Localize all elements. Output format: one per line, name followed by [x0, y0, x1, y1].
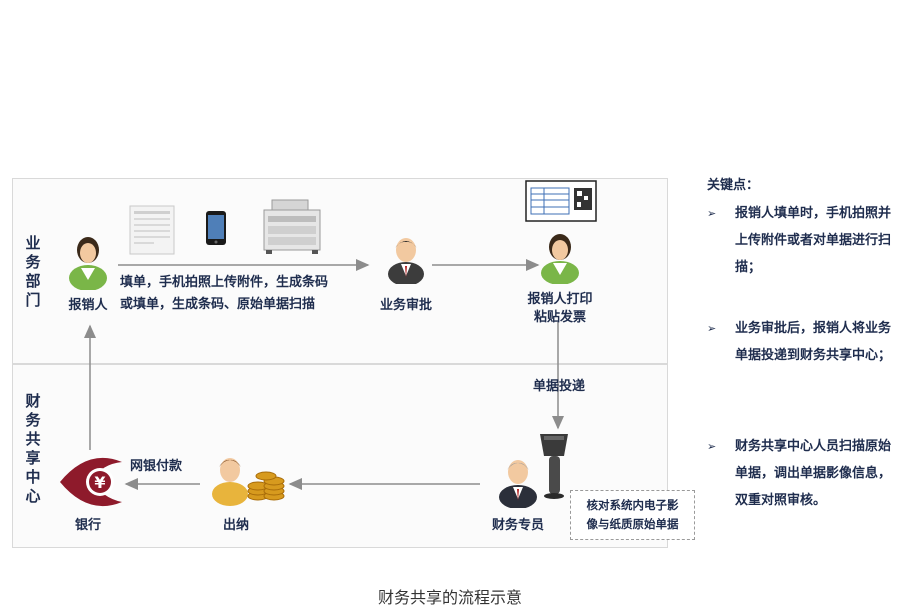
node-business-approval: 业务审批: [379, 298, 432, 313]
flow-online-payment: 网银付款: [130, 459, 183, 474]
node-finance-specialist: 财务专员: [491, 518, 544, 533]
key-point-3: ➢ 财务共享中心人员扫描原始单据，调出单据影像信息，双重对照审核。: [707, 433, 892, 514]
arrow-bullet-icon: ➢: [707, 207, 717, 220]
document-icon: [129, 205, 175, 255]
coins-icon: [212, 458, 285, 506]
smartphone-icon: [206, 211, 226, 245]
scanner-icon: [540, 434, 568, 499]
arrow-bullet-icon: ➢: [707, 322, 717, 335]
barcode-form-icon: [525, 180, 597, 222]
node-submitter-print-1: 报销人打印: [527, 292, 593, 307]
person-icon: [69, 237, 107, 290]
node-submitter-print-2: 粘贴发票: [533, 310, 586, 325]
figure-caption: 财务共享的流程示意: [377, 588, 522, 607]
flow-deliver-docs: 单据投递: [533, 379, 586, 394]
manager-icon: [388, 238, 424, 284]
manager-icon: [499, 460, 537, 508]
svg-text:¥: ¥: [94, 473, 105, 492]
flow-fill-line1: 填单，手机拍照上传附件，生成条码: [120, 275, 329, 290]
key-point-2: ➢ 业务审批后，报销人将业务单据投递到财务共享中心；: [707, 315, 892, 369]
key-point-1: ➢ 报销人填单时，手机拍照并上传附件或者对单据进行扫描；: [707, 200, 892, 281]
node-submitter: 报销人: [68, 298, 108, 313]
copier-icon: [263, 199, 321, 254]
bank-yen-icon: ¥: [60, 457, 122, 507]
arrow-bullet-icon: ➢: [707, 440, 717, 453]
node-cashier: 出纳: [222, 518, 249, 533]
verify-line1: 核对系统内电子影: [586, 498, 679, 512]
person-icon: [541, 234, 579, 284]
lane-label-shared: 财务共享中心: [25, 392, 41, 505]
node-bank: 银行: [74, 518, 101, 533]
verify-note-box: 核对系统内电子影 像与纸质原始单据: [570, 490, 695, 540]
flow-fill-line2: 或填单，生成条码、原始单据扫描: [120, 297, 316, 312]
lane-label-business: 业务部门: [25, 234, 41, 309]
verify-line2: 像与纸质原始单据: [586, 517, 679, 531]
key-points-title: 关键点：: [707, 178, 760, 193]
